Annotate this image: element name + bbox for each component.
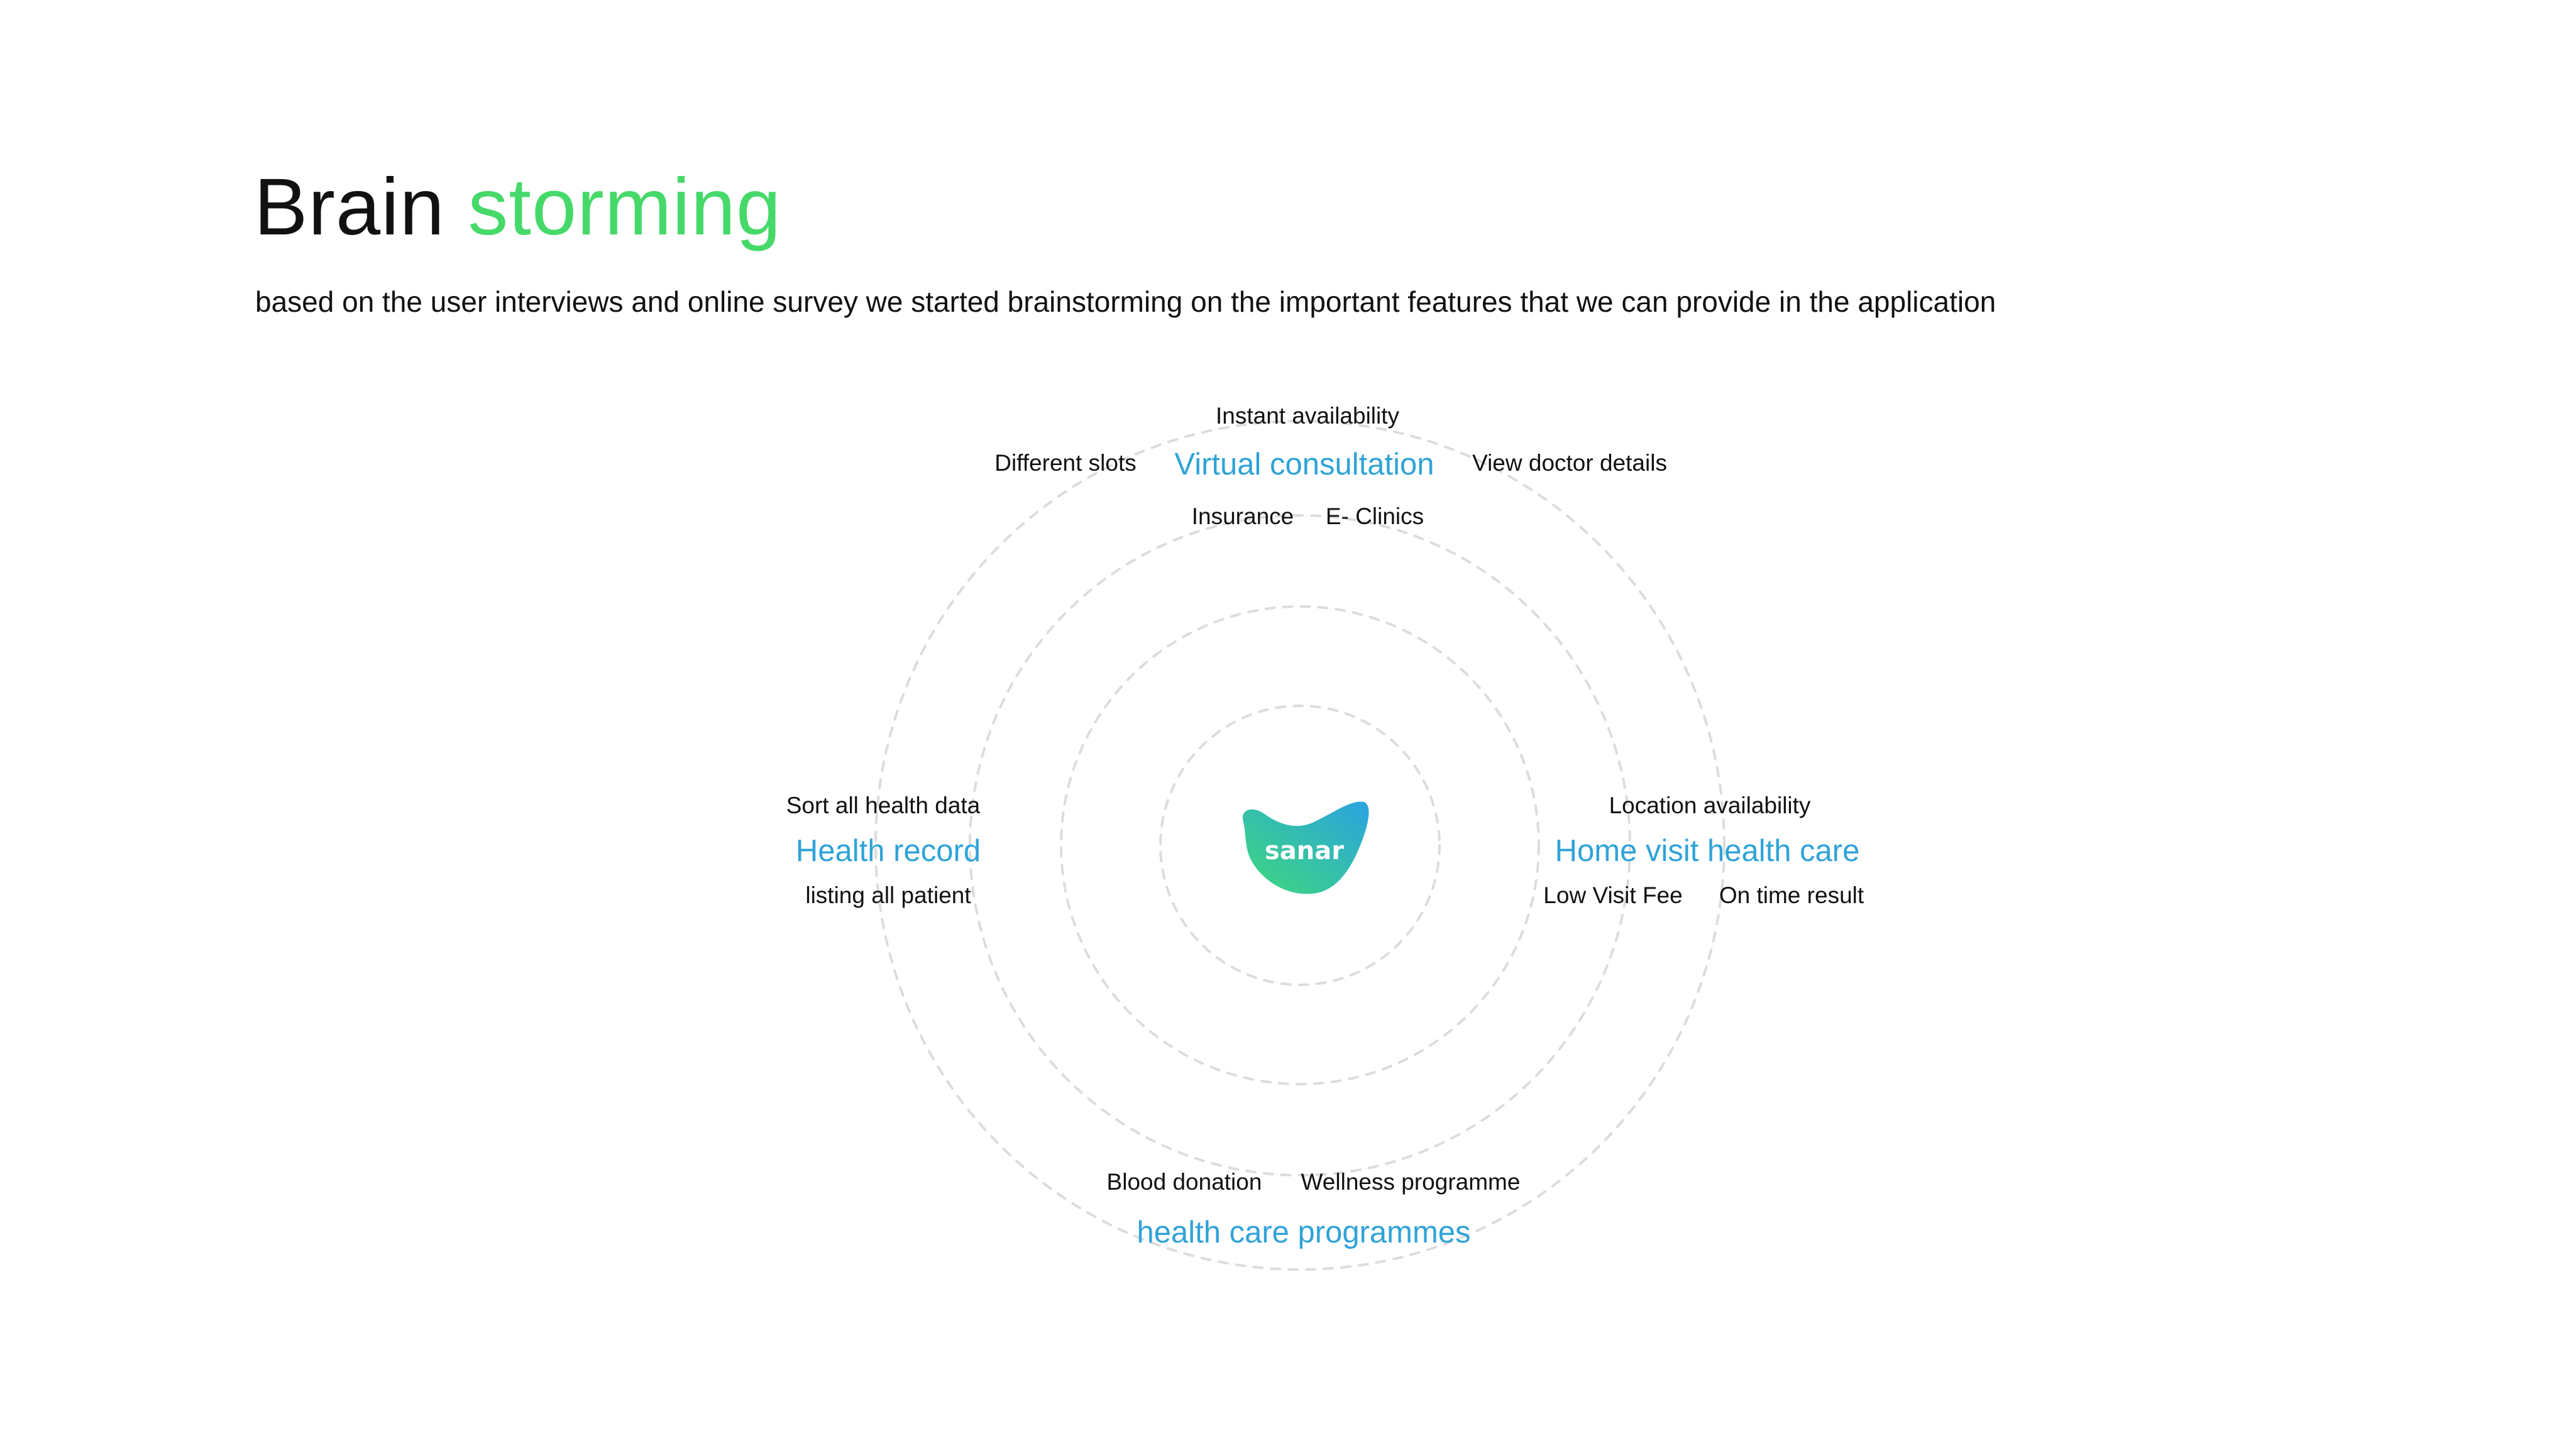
feature-sort-all-health-data: Sort all health data xyxy=(786,793,981,818)
category-virtual-consultation: Virtual consultation xyxy=(1174,447,1434,481)
title-word-brain: Brain xyxy=(254,162,445,252)
ring-third xyxy=(969,514,1631,1176)
feature-listing-all-patient: listing all patient xyxy=(805,882,971,908)
feature-blood-donation: Blood donation xyxy=(1106,1169,1262,1195)
category-home-visit-health-care: Home visit health care xyxy=(1555,834,1860,868)
feature-wellness-programme: Wellness programme xyxy=(1301,1169,1521,1195)
category-health-record: Health record xyxy=(795,834,981,868)
feature-e-clinics: E- Clinics xyxy=(1325,503,1424,529)
feature-on-time-result: On time result xyxy=(1719,882,1864,908)
logo-wordmark: sanar xyxy=(1265,836,1344,866)
ring-outer xyxy=(874,420,1726,1271)
title-word-storming: storming xyxy=(468,162,782,252)
category-health-care-programmes: health care programmes xyxy=(1137,1215,1471,1249)
ring-second xyxy=(1060,605,1540,1085)
sanar-logo-shape xyxy=(1242,801,1369,894)
ring-inner xyxy=(1159,705,1441,986)
sanar-logo: sanar xyxy=(1238,797,1370,897)
page-title: Brain storming xyxy=(254,160,781,255)
page-description: based on the user interviews and online … xyxy=(255,285,1996,318)
feature-instant-availability: Instant availability xyxy=(1215,403,1400,429)
feature-low-visit-fee: Low Visit Fee xyxy=(1543,882,1683,908)
feature-view-doctor-details: View doctor details xyxy=(1472,450,1667,476)
feature-different-slots: Different slots xyxy=(994,450,1137,476)
feature-location-availability: Location availability xyxy=(1609,793,1811,818)
feature-insurance: Insurance xyxy=(1191,503,1294,529)
